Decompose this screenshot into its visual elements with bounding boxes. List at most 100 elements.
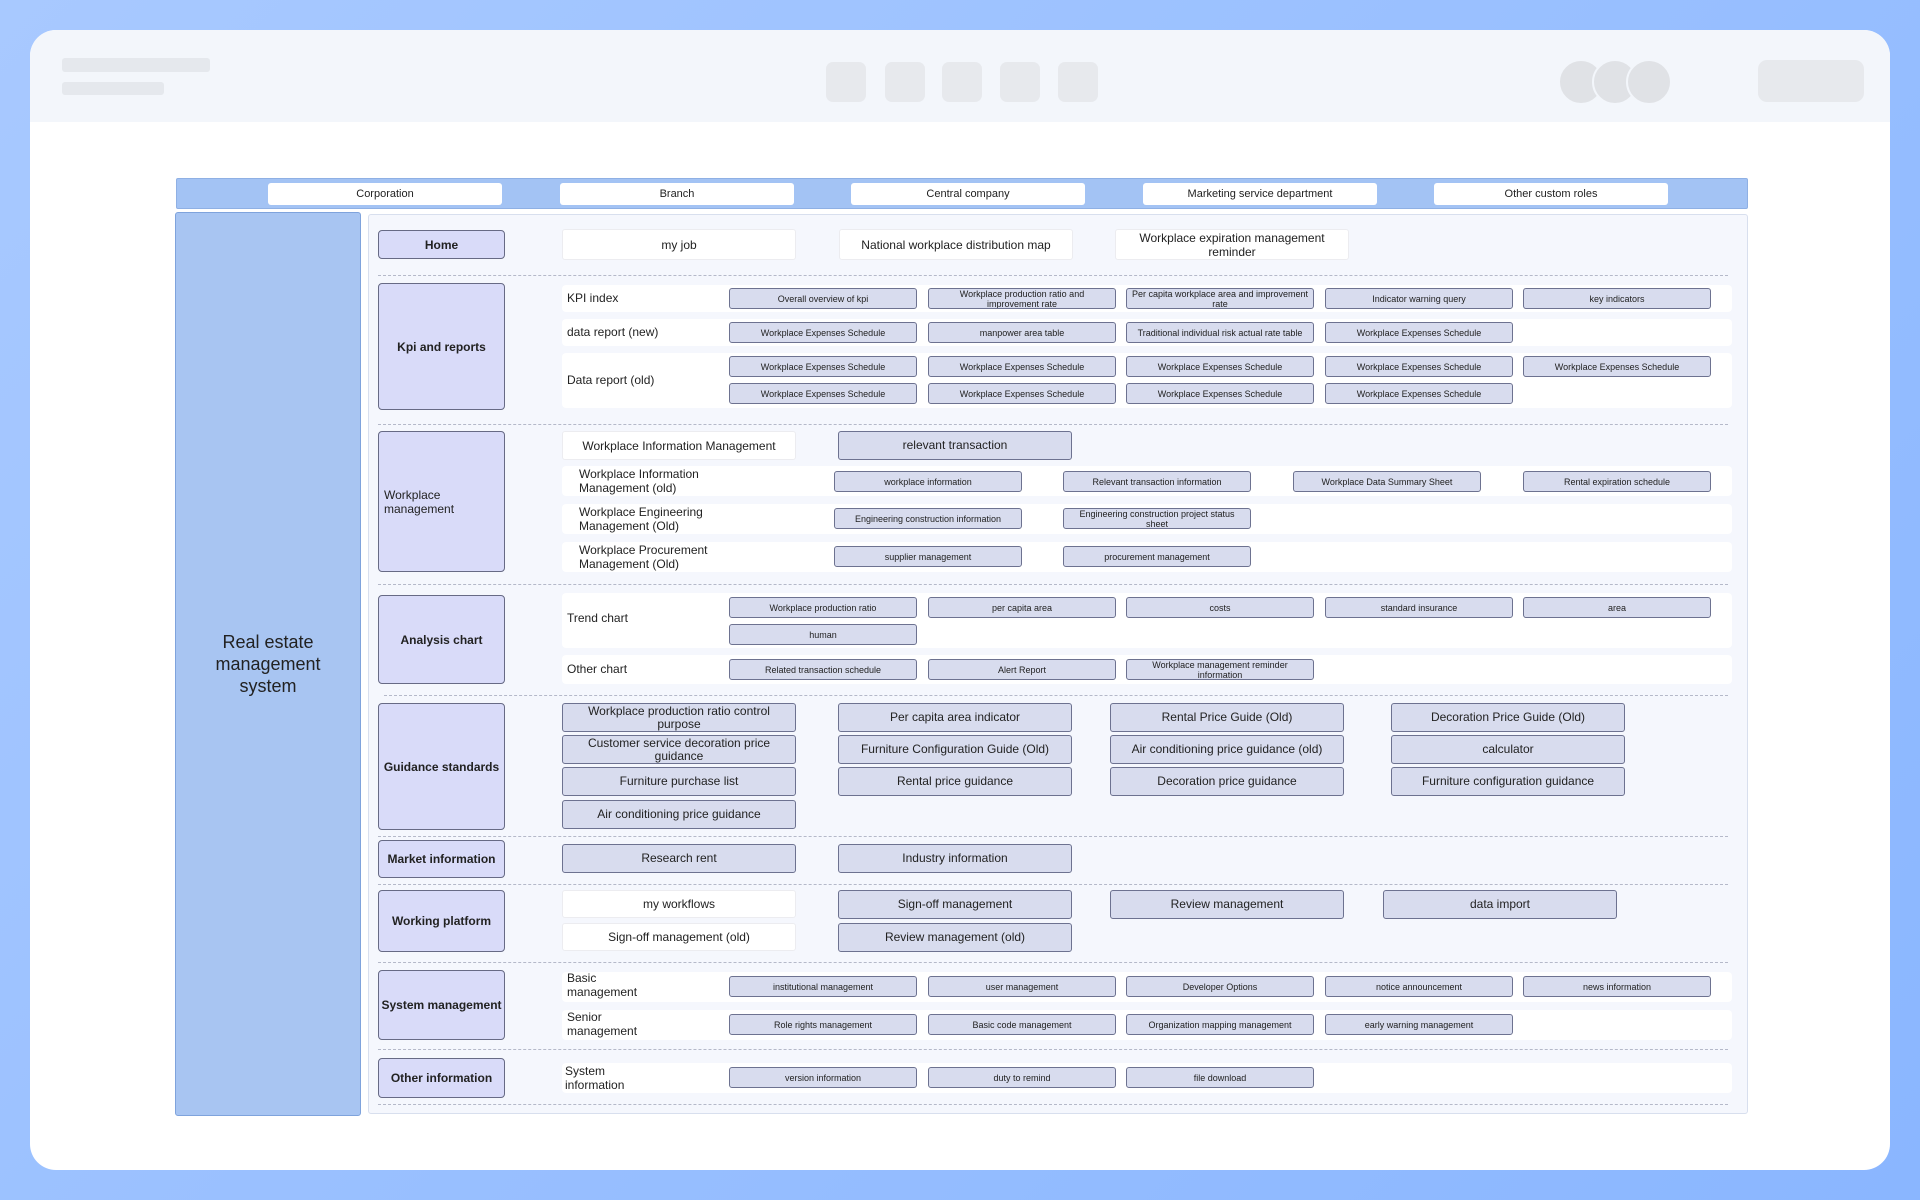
module-market-information[interactable]: Market information: [378, 840, 505, 878]
system-chip[interactable]: news information: [1523, 976, 1711, 997]
report-chip[interactable]: Workplace Expenses Schedule: [729, 322, 917, 343]
home-item[interactable]: my job: [562, 229, 796, 260]
analysis-chip[interactable]: Alert Report: [928, 659, 1116, 680]
home-item[interactable]: National workplace distribution map: [839, 229, 1073, 260]
row-label: System information: [565, 1064, 625, 1092]
report-chip[interactable]: Workplace Expenses Schedule: [729, 383, 917, 404]
working-item[interactable]: Review management (old): [838, 923, 1072, 952]
report-chip[interactable]: Workplace Expenses Schedule: [1325, 356, 1513, 377]
guidance-item[interactable]: Furniture configuration guidance: [1391, 767, 1625, 796]
role-tab[interactable]: Marketing service department: [1143, 183, 1377, 205]
role-tab[interactable]: Central company: [851, 183, 1085, 205]
report-chip[interactable]: Workplace Expenses Schedule: [729, 356, 917, 377]
report-chip[interactable]: Workplace Expenses Schedule: [1523, 356, 1711, 377]
analysis-chip[interactable]: Workplace production ratio: [729, 597, 917, 618]
guidance-item[interactable]: Furniture Configuration Guide (Old): [838, 735, 1072, 764]
kpi-chip[interactable]: Per capita workplace area and improvemen…: [1126, 288, 1314, 309]
avatar[interactable]: [1626, 59, 1672, 105]
report-chip[interactable]: manpower area table: [928, 322, 1116, 343]
guidance-item[interactable]: Workplace production ratio control purpo…: [562, 703, 796, 732]
guidance-item[interactable]: Decoration price guidance: [1110, 767, 1344, 796]
divider: [378, 1049, 1728, 1050]
workplace-chip[interactable]: Rental expiration schedule: [1523, 471, 1711, 492]
workplace-chip[interactable]: workplace information: [834, 471, 1022, 492]
workplace-chip[interactable]: Engineering construction project status …: [1063, 508, 1251, 529]
kpi-chip[interactable]: key indicators: [1523, 288, 1711, 309]
system-column: Real estate management system: [175, 212, 361, 1116]
report-chip[interactable]: Workplace Expenses Schedule: [1126, 356, 1314, 377]
toolbar-placeholder-button[interactable]: [885, 62, 925, 102]
guidance-item[interactable]: Customer service decoration price guidan…: [562, 735, 796, 764]
report-chip[interactable]: Workplace Expenses Schedule: [928, 383, 1116, 404]
role-tab[interactable]: Other custom roles: [1434, 183, 1668, 205]
top-placeholder-bar: [30, 30, 1890, 122]
action-placeholder-button[interactable]: [1758, 60, 1864, 102]
working-item[interactable]: my workflows: [562, 890, 796, 918]
guidance-item[interactable]: Furniture purchase list: [562, 767, 796, 796]
report-chip[interactable]: Workplace Expenses Schedule: [928, 356, 1116, 377]
guidance-item[interactable]: calculator: [1391, 735, 1625, 764]
module-other-information[interactable]: Other information: [378, 1058, 505, 1098]
kpi-chip[interactable]: Indicator warning query: [1325, 288, 1513, 309]
system-chip[interactable]: Role rights management: [729, 1014, 917, 1035]
report-chip[interactable]: Workplace Expenses Schedule: [1126, 383, 1314, 404]
report-chip[interactable]: Traditional individual risk actual rate …: [1126, 322, 1314, 343]
workplace-chip[interactable]: Workplace Data Summary Sheet: [1293, 471, 1481, 492]
analysis-chip[interactable]: human: [729, 624, 917, 645]
analysis-chip[interactable]: per capita area: [928, 597, 1116, 618]
guidance-item[interactable]: Rental price guidance: [838, 767, 1072, 796]
home-item[interactable]: Workplace expiration management reminder: [1115, 229, 1349, 260]
other-chip[interactable]: version information: [729, 1067, 917, 1088]
workplace-chip[interactable]: procurement management: [1063, 546, 1251, 567]
workplace-chip[interactable]: Relevant transaction information: [1063, 471, 1251, 492]
other-chip[interactable]: duty to remind: [928, 1067, 1116, 1088]
role-tab[interactable]: Corporation: [268, 183, 502, 205]
working-item[interactable]: data import: [1383, 890, 1617, 919]
system-chip[interactable]: user management: [928, 976, 1116, 997]
module-home[interactable]: Home: [378, 230, 505, 259]
system-chip[interactable]: Developer Options: [1126, 976, 1314, 997]
analysis-chip[interactable]: Workplace management reminder informatio…: [1126, 659, 1314, 680]
guidance-item[interactable]: Air conditioning price guidance: [562, 800, 796, 829]
other-chip[interactable]: file download: [1126, 1067, 1314, 1088]
guidance-item[interactable]: Rental Price Guide (Old): [1110, 703, 1344, 732]
analysis-chip[interactable]: area: [1523, 597, 1711, 618]
workplace-chip[interactable]: Engineering construction information: [834, 508, 1022, 529]
system-chip[interactable]: Organization mapping management: [1126, 1014, 1314, 1035]
module-guidance-standards[interactable]: Guidance standards: [378, 703, 505, 830]
module-analysis-chart[interactable]: Analysis chart: [378, 595, 505, 684]
market-item[interactable]: Research rent: [562, 844, 796, 873]
analysis-chip[interactable]: standard insurance: [1325, 597, 1513, 618]
working-item[interactable]: Sign-off management (old): [562, 923, 796, 951]
module-kpi-reports[interactable]: Kpi and reports: [378, 283, 505, 410]
module-workplace-management[interactable]: Workplace management: [378, 431, 505, 572]
guidance-item[interactable]: Air conditioning price guidance (old): [1110, 735, 1344, 764]
report-chip[interactable]: Workplace Expenses Schedule: [1325, 383, 1513, 404]
system-chip[interactable]: Basic code management: [928, 1014, 1116, 1035]
module-working-platform[interactable]: Working platform: [378, 890, 505, 952]
role-tab[interactable]: Branch: [560, 183, 794, 205]
workplace-top-item[interactable]: Workplace Information Management: [562, 431, 796, 460]
working-item[interactable]: Sign-off management: [838, 890, 1072, 919]
module-system-management[interactable]: System management: [378, 970, 505, 1040]
kpi-chip[interactable]: Workplace production ratio and improveme…: [928, 288, 1116, 309]
system-chip[interactable]: early warning management: [1325, 1014, 1513, 1035]
row-label: Other chart: [567, 662, 628, 676]
workplace-top-item[interactable]: relevant transaction: [838, 431, 1072, 460]
guidance-item[interactable]: Per capita area indicator: [838, 703, 1072, 732]
title-placeholder: [62, 58, 210, 72]
toolbar-placeholder-button[interactable]: [942, 62, 982, 102]
report-chip[interactable]: Workplace Expenses Schedule: [1325, 322, 1513, 343]
analysis-chip[interactable]: costs: [1126, 597, 1314, 618]
guidance-item[interactable]: Decoration Price Guide (Old): [1391, 703, 1625, 732]
system-chip[interactable]: institutional management: [729, 976, 917, 997]
kpi-chip[interactable]: Overall overview of kpi: [729, 288, 917, 309]
workplace-chip[interactable]: supplier management: [834, 546, 1022, 567]
market-item[interactable]: Industry information: [838, 844, 1072, 873]
toolbar-placeholder-button[interactable]: [1058, 62, 1098, 102]
toolbar-placeholder-button[interactable]: [1000, 62, 1040, 102]
analysis-chip[interactable]: Related transaction schedule: [729, 659, 917, 680]
working-item[interactable]: Review management: [1110, 890, 1344, 919]
system-chip[interactable]: notice announcement: [1325, 976, 1513, 997]
toolbar-placeholder-button[interactable]: [826, 62, 866, 102]
